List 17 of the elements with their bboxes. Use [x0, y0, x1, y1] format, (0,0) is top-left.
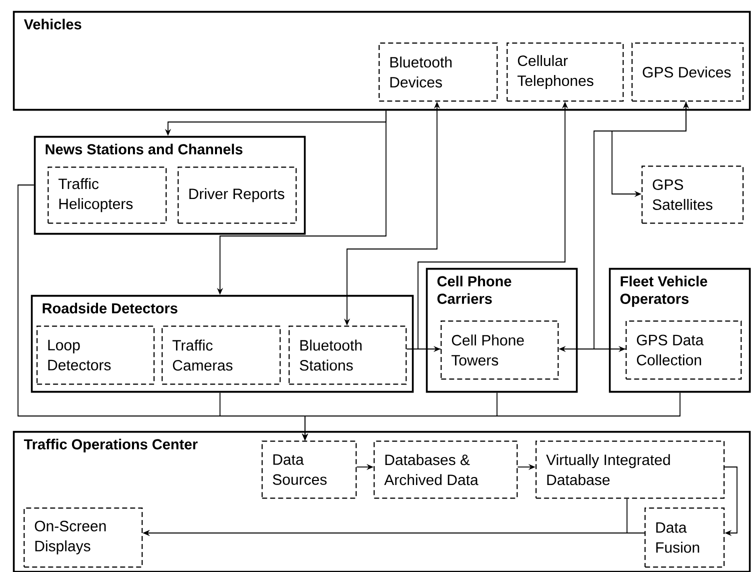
component-box: Bluetooth Stations — [288, 326, 407, 385]
component-box: GPS Data Collection — [626, 320, 742, 380]
component-box: Virtually Integrated Database — [536, 440, 725, 499]
component-box: Cell Phone Towers — [440, 320, 559, 380]
component-box: Bluetooth Devices — [378, 42, 498, 102]
component-box: Traffic Cameras — [162, 326, 281, 385]
component-box: Cellular Telephones — [506, 42, 624, 102]
component-box: GPS Devices — [632, 42, 744, 102]
component-box: Data Fusion — [644, 508, 725, 568]
component-box: On-Screen Displays — [24, 508, 143, 568]
component-box: Driver Reports — [178, 166, 297, 224]
component-box: Databases & Archived Data — [374, 440, 518, 499]
component-box: Traffic Helicopters — [48, 166, 167, 224]
arrow — [724, 466, 738, 536]
component-box: Loop Detectors — [36, 326, 155, 385]
component-box: GPS Satellites — [642, 166, 744, 224]
component-box: Data Sources — [262, 440, 357, 499]
